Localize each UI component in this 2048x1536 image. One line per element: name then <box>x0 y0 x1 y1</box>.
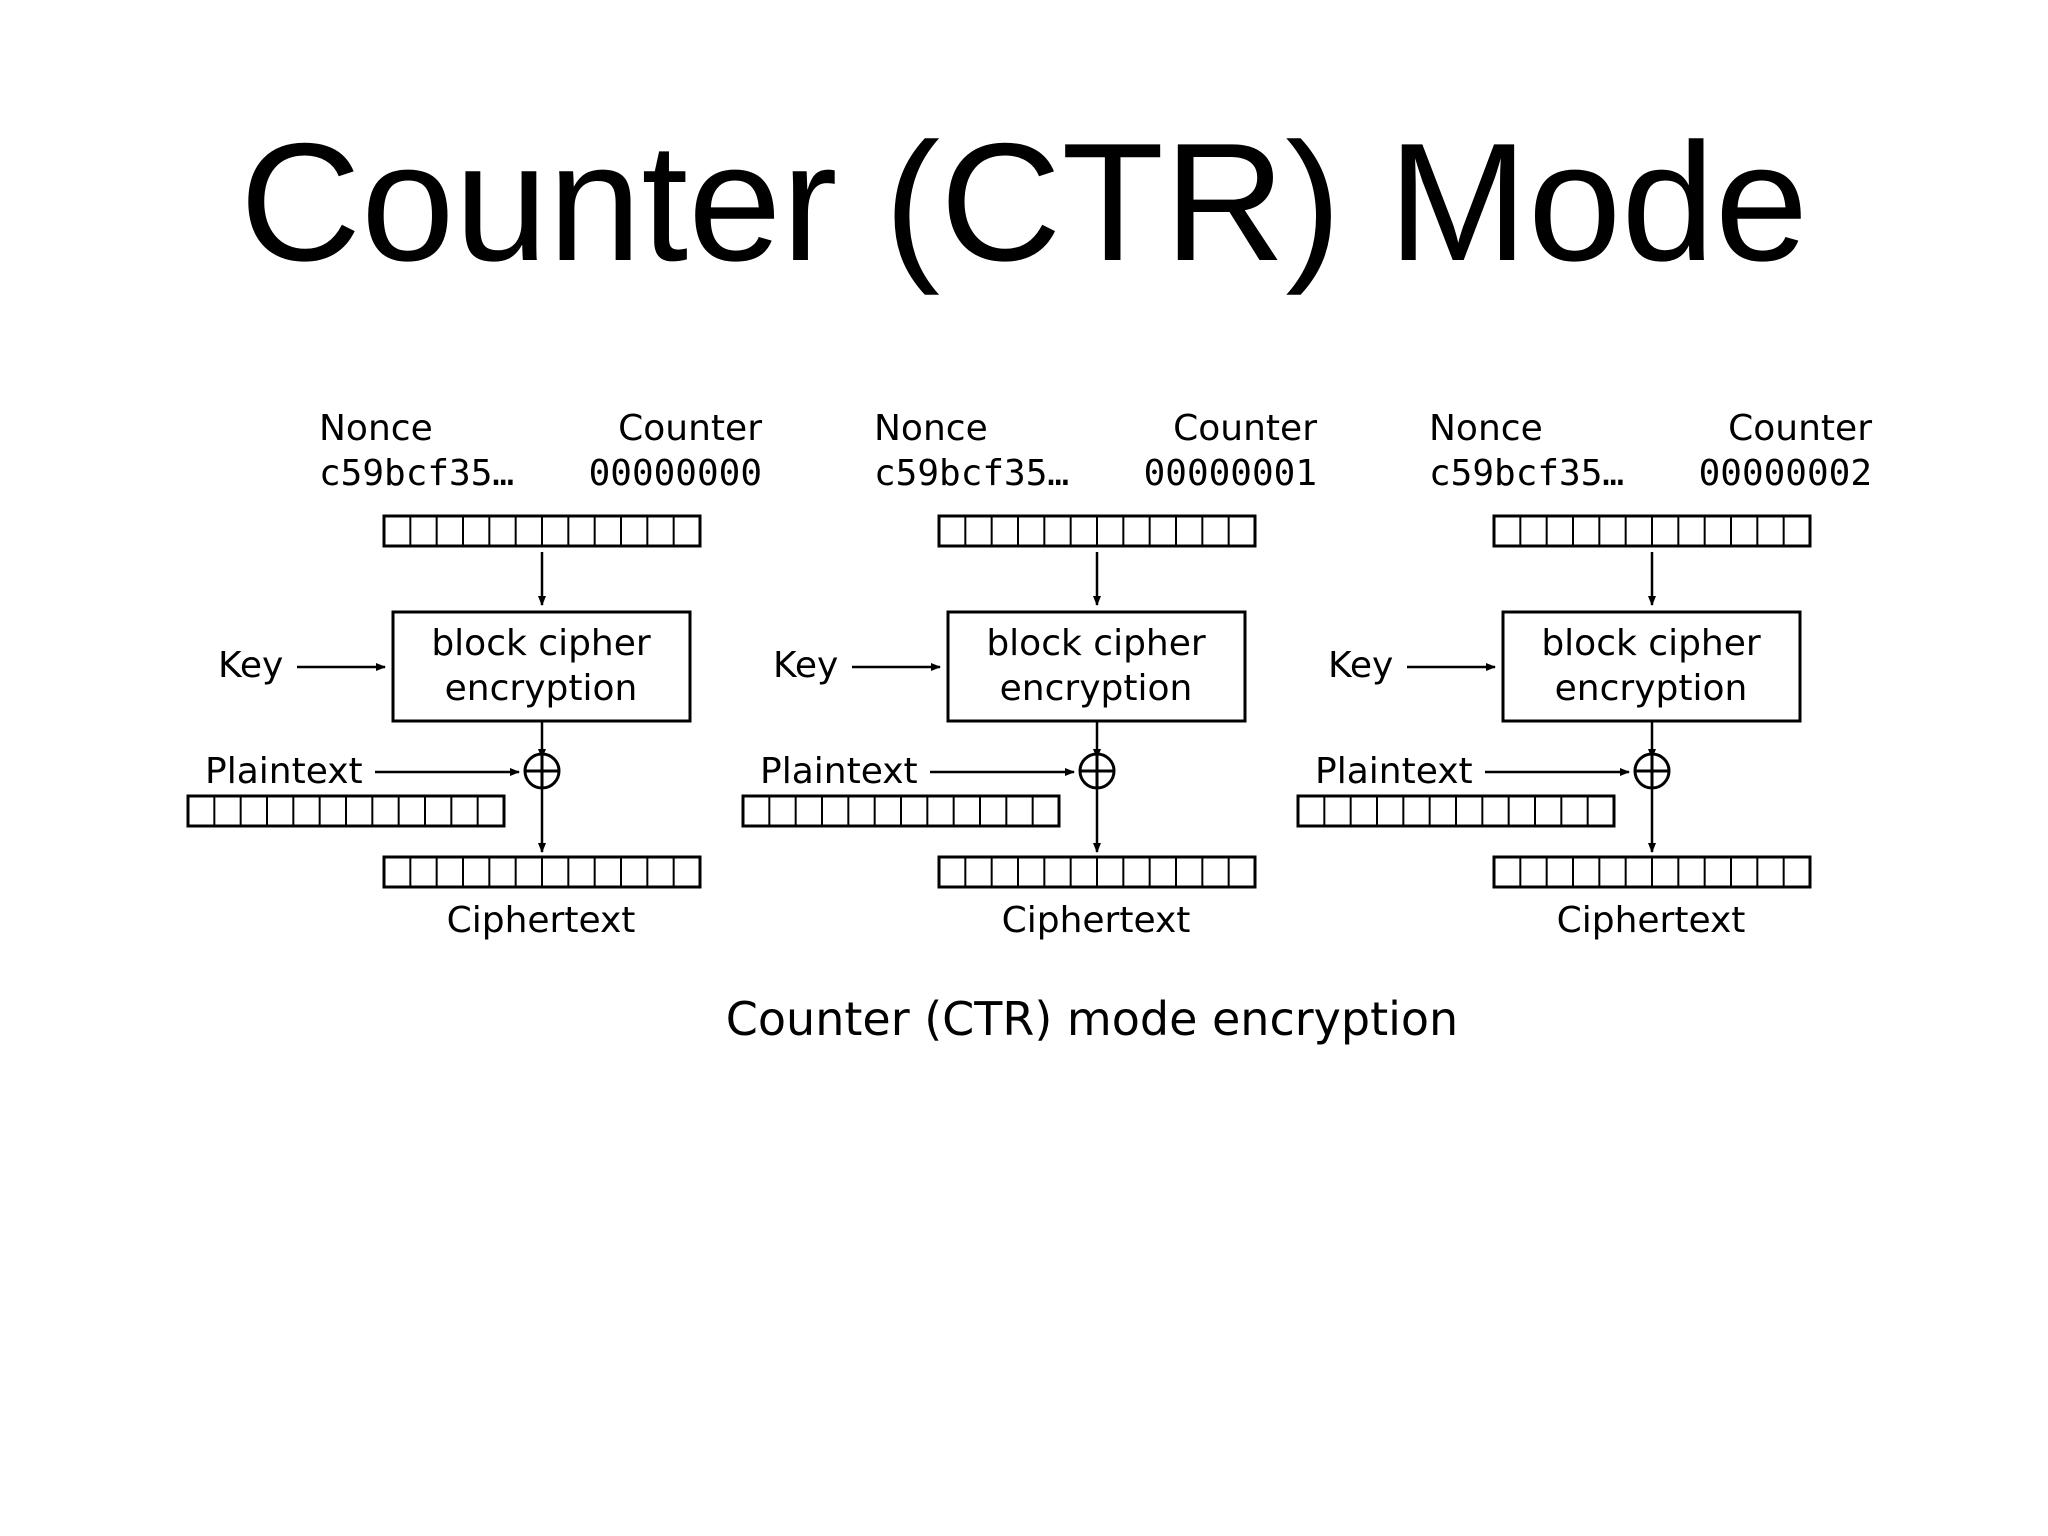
ciphertext-label: Ciphertext <box>447 900 636 941</box>
ciphertext-label: Ciphertext <box>1557 900 1746 941</box>
counter-value: 00000001 <box>1144 453 1317 494</box>
counter-block-register <box>1492 514 1812 548</box>
plaintext-block-register <box>741 794 1061 828</box>
xor-icon <box>523 752 561 790</box>
encryption-label: encryption <box>1555 668 1748 709</box>
ciphertext-block-register <box>1492 855 1812 889</box>
diagram-caption: Counter (CTR) mode encryption <box>726 992 1458 1046</box>
nonce-label: Nonce <box>1429 408 1543 449</box>
counter-value: 00000002 <box>1699 453 1872 494</box>
counter-label: Counter <box>618 408 762 449</box>
nonce-value: c59bcf35… <box>1429 453 1624 494</box>
ciphertext-label: Ciphertext <box>1002 900 1191 941</box>
nonce-label: Nonce <box>874 408 988 449</box>
plaintext-block-register <box>1296 794 1616 828</box>
counter-value: 00000000 <box>589 453 762 494</box>
block-cipher-label: block cipher <box>1541 623 1761 664</box>
block-cipher-label: block cipher <box>986 623 1206 664</box>
key-label: Key <box>218 645 283 686</box>
nonce-label: Nonce <box>319 408 433 449</box>
slide-title: Counter (CTR) Mode <box>239 108 1809 296</box>
ciphertext-block-register <box>937 855 1257 889</box>
xor-icon <box>1078 752 1116 790</box>
nonce-value: c59bcf35… <box>319 453 514 494</box>
ciphertext-block-register <box>382 855 702 889</box>
counter-label: Counter <box>1728 408 1872 449</box>
xor-icon <box>1633 752 1671 790</box>
encryption-label: encryption <box>445 668 638 709</box>
plaintext-label: Plaintext <box>760 751 918 792</box>
key-label: Key <box>773 645 838 686</box>
counter-block-register <box>382 514 702 548</box>
counter-block-register <box>937 514 1257 548</box>
block-cipher-label: block cipher <box>431 623 651 664</box>
plaintext-label: Plaintext <box>205 751 363 792</box>
counter-label: Counter <box>1173 408 1317 449</box>
key-label: Key <box>1328 645 1393 686</box>
plaintext-label: Plaintext <box>1315 751 1473 792</box>
encryption-label: encryption <box>1000 668 1193 709</box>
plaintext-block-register <box>186 794 506 828</box>
nonce-value: c59bcf35… <box>874 453 1069 494</box>
